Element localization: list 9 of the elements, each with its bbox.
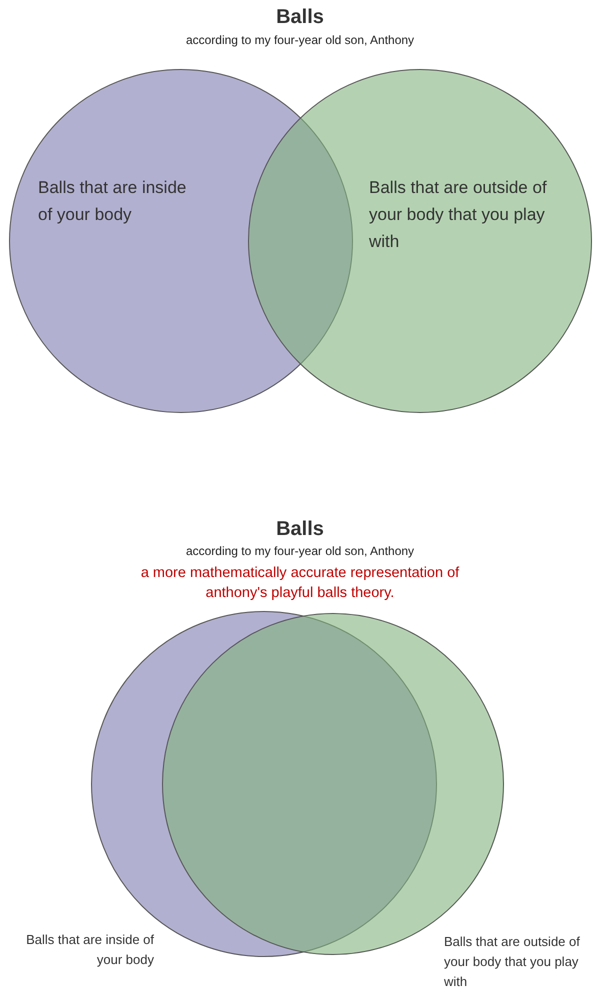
heading: Balls xyxy=(275,6,325,29)
circle-caption: Balls that are inside of your body xyxy=(25,931,154,969)
circle-label: Balls that are outside of your body that you play with xyxy=(369,177,547,253)
subtitle: according to my four-year old son, Anthony xyxy=(184,33,416,47)
heading: Balls xyxy=(275,518,325,541)
circle-caption: Balls that are outside of your body that you play with xyxy=(444,933,581,991)
circle-label: Balls that are inside of your body xyxy=(38,177,188,226)
subtitle: according to my four-year old son, Anthony xyxy=(184,544,416,558)
note-text: a more mathematically accurate representation of anthony's playful balls theory. xyxy=(140,564,460,603)
